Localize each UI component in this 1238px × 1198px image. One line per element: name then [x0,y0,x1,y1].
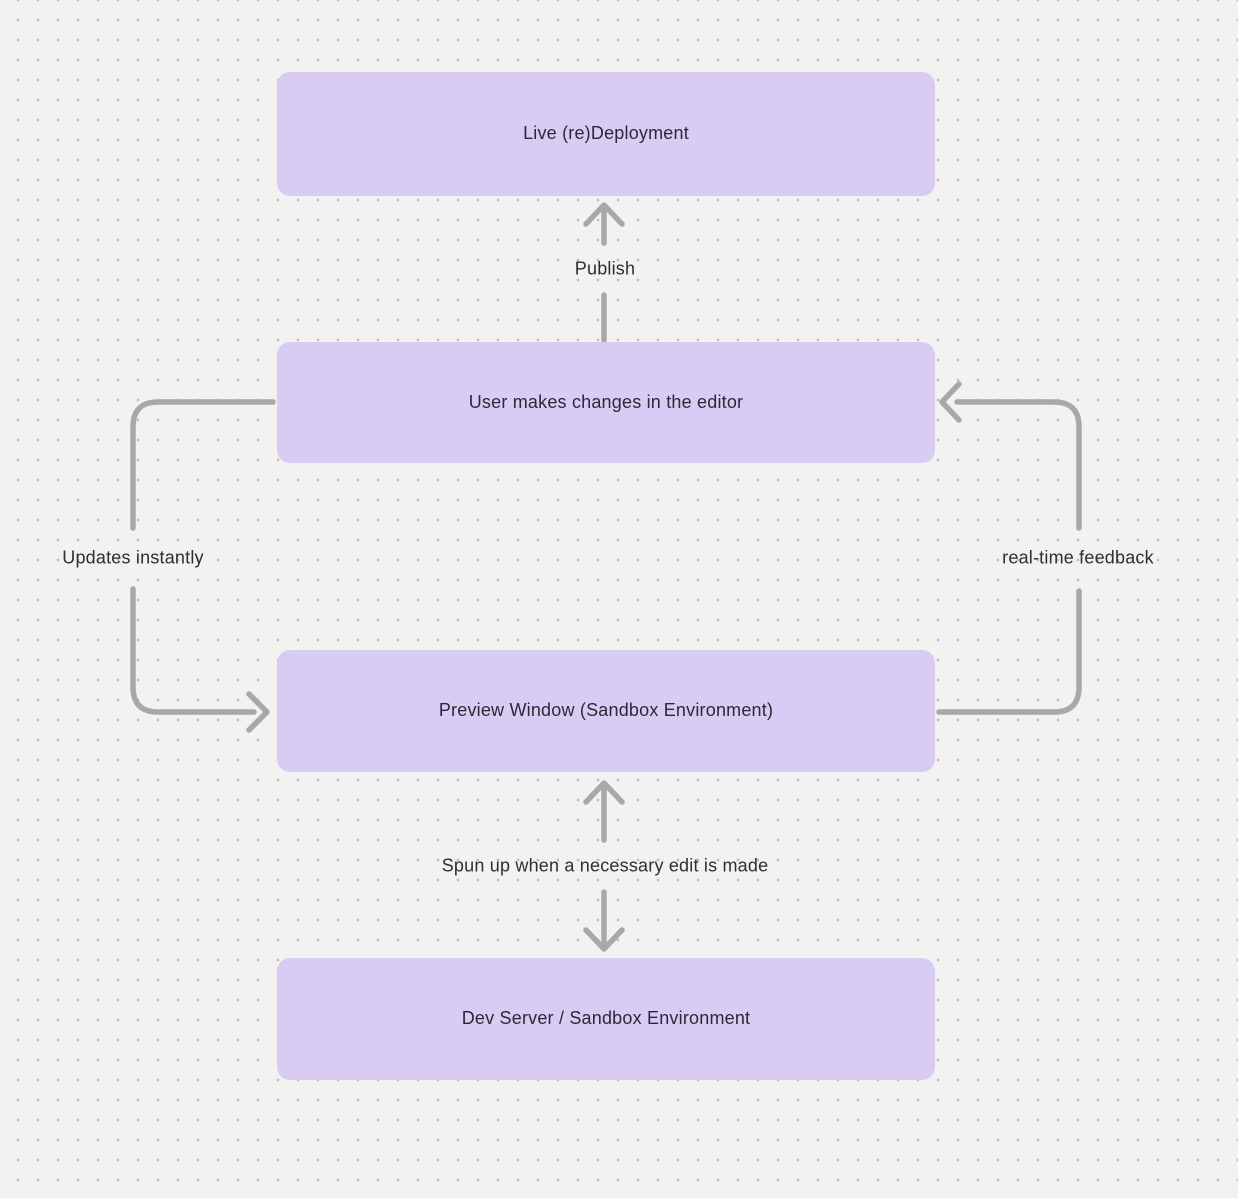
arrowhead-up-icon [583,202,625,227]
edge-label-publish: Publish [574,258,636,279]
node-live-redeployment: Live (re)Deployment [277,72,935,196]
edge-updates-instantly-arrow [130,399,276,733]
edge-label-updates-instantly: Updates instantly [62,547,204,568]
node-label: User makes changes in the editor [468,391,744,412]
arrowhead-right-icon [246,691,270,733]
edge-label-realtime-feedback: real-time feedback [1002,547,1154,568]
arrowhead-up-icon [583,780,625,805]
arrowhead-left-icon [939,381,962,423]
edge-label-spun-up: Spun up when a necessary edit is made [441,855,769,876]
edge-spun-up-arrow [583,780,625,952]
node-user-editor: User makes changes in the editor [277,342,935,463]
edge-publish-arrow [583,202,625,343]
arrowhead-down-icon [583,927,625,952]
edge-realtime-feedback-arrow [936,381,1082,715]
node-label: Preview Window (Sandbox Environment) [438,700,774,721]
node-dev-server: Dev Server / Sandbox Environment [277,958,935,1080]
node-label: Dev Server / Sandbox Environment [461,1008,751,1029]
node-label: Live (re)Deployment [523,123,689,144]
node-preview-window: Preview Window (Sandbox Environment) [277,650,935,772]
